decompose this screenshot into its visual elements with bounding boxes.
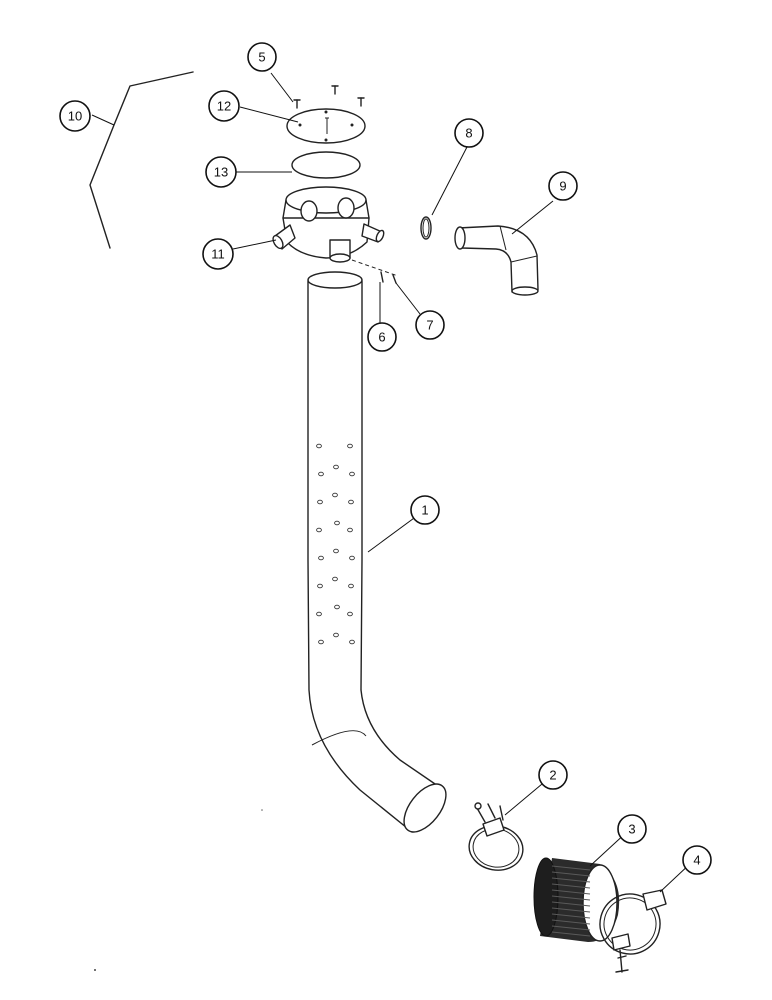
hose-rib xyxy=(551,907,591,913)
perforation-hole xyxy=(347,611,353,617)
hose-rib xyxy=(551,931,591,937)
callout-1: 1 xyxy=(410,495,440,525)
hose-rib xyxy=(551,865,591,871)
gasket xyxy=(291,151,361,179)
perforation-hole xyxy=(347,443,353,449)
scan-speck xyxy=(261,809,263,811)
hose-rib xyxy=(551,883,591,889)
scan-speck xyxy=(94,969,96,971)
perforation-hole xyxy=(332,576,338,582)
t-bolt-clamp-4 xyxy=(599,889,667,973)
hose-rib xyxy=(551,919,591,925)
hose-rib xyxy=(551,901,591,907)
hose-ribs xyxy=(551,865,591,937)
callout-2-label: 2 xyxy=(549,768,556,783)
callout-2: 2 xyxy=(538,760,568,790)
callout-13: 13 xyxy=(205,156,237,188)
hose-rib xyxy=(551,925,591,931)
hose-rib xyxy=(551,895,591,901)
perforation-hole xyxy=(318,471,324,477)
perforation-hole xyxy=(333,632,339,638)
callout-10-label: 10 xyxy=(68,109,82,124)
callout-8: 8 xyxy=(454,118,484,148)
perforation-hole xyxy=(347,527,353,533)
hose-rib xyxy=(551,889,591,895)
perforation-hole xyxy=(334,520,340,526)
perforation-hole xyxy=(317,583,323,589)
leader-lines xyxy=(91,72,693,893)
callout-5-label: 5 xyxy=(258,50,265,65)
fitting-6-7 xyxy=(351,259,399,284)
perforation-hole xyxy=(316,443,322,449)
perforation-hole xyxy=(349,471,355,477)
perforation-hole xyxy=(333,548,339,554)
perforation-hole xyxy=(332,492,338,498)
perforation-hole xyxy=(348,583,354,589)
callout-9: 9 xyxy=(548,171,578,201)
perforation-hole xyxy=(349,555,355,561)
elbow-pipe xyxy=(454,225,539,296)
perforation-hole xyxy=(333,464,339,470)
perforation-holes xyxy=(316,443,355,645)
callout-4: 4 xyxy=(682,845,712,875)
callout-4-label: 4 xyxy=(693,853,700,868)
hose-rib xyxy=(551,877,591,883)
callout-10: 10 xyxy=(59,100,91,132)
callout-3-label: 3 xyxy=(628,822,635,837)
callout-3: 3 xyxy=(617,814,647,844)
assembly-bracket-10 xyxy=(89,71,194,249)
callout-7-label: 7 xyxy=(426,318,433,333)
perforation-hole xyxy=(316,611,322,617)
perforation-hole xyxy=(318,555,324,561)
perforation-hole xyxy=(349,639,355,645)
perforated-pipe xyxy=(307,271,447,833)
callout-8-label: 8 xyxy=(465,126,472,141)
callout-9-label: 9 xyxy=(559,179,566,194)
flexible-hose xyxy=(533,857,620,942)
perforation-hole xyxy=(318,639,324,645)
callout-11-label: 11 xyxy=(211,247,225,262)
hose-rib xyxy=(551,871,591,877)
callout-13-label: 13 xyxy=(214,165,228,180)
callout-11: 11 xyxy=(202,238,234,270)
callout-6: 6 xyxy=(367,322,397,352)
perforation-hole xyxy=(316,527,322,533)
hose-clamp-2 xyxy=(468,802,524,871)
perforation-hole xyxy=(334,604,340,610)
perforation-hole xyxy=(348,499,354,505)
manifold-body xyxy=(272,186,385,263)
callout-1-label: 1 xyxy=(421,503,428,518)
callout-7: 7 xyxy=(415,310,445,340)
cover-plate xyxy=(286,108,366,144)
cover-screws xyxy=(293,85,365,109)
callout-12: 12 xyxy=(208,90,240,122)
hose-rib xyxy=(551,913,591,919)
o-ring xyxy=(420,216,432,240)
callout-6-label: 6 xyxy=(378,330,385,345)
callout-12-label: 12 xyxy=(217,99,231,114)
perforation-hole xyxy=(317,499,323,505)
callout-5: 5 xyxy=(247,42,277,72)
